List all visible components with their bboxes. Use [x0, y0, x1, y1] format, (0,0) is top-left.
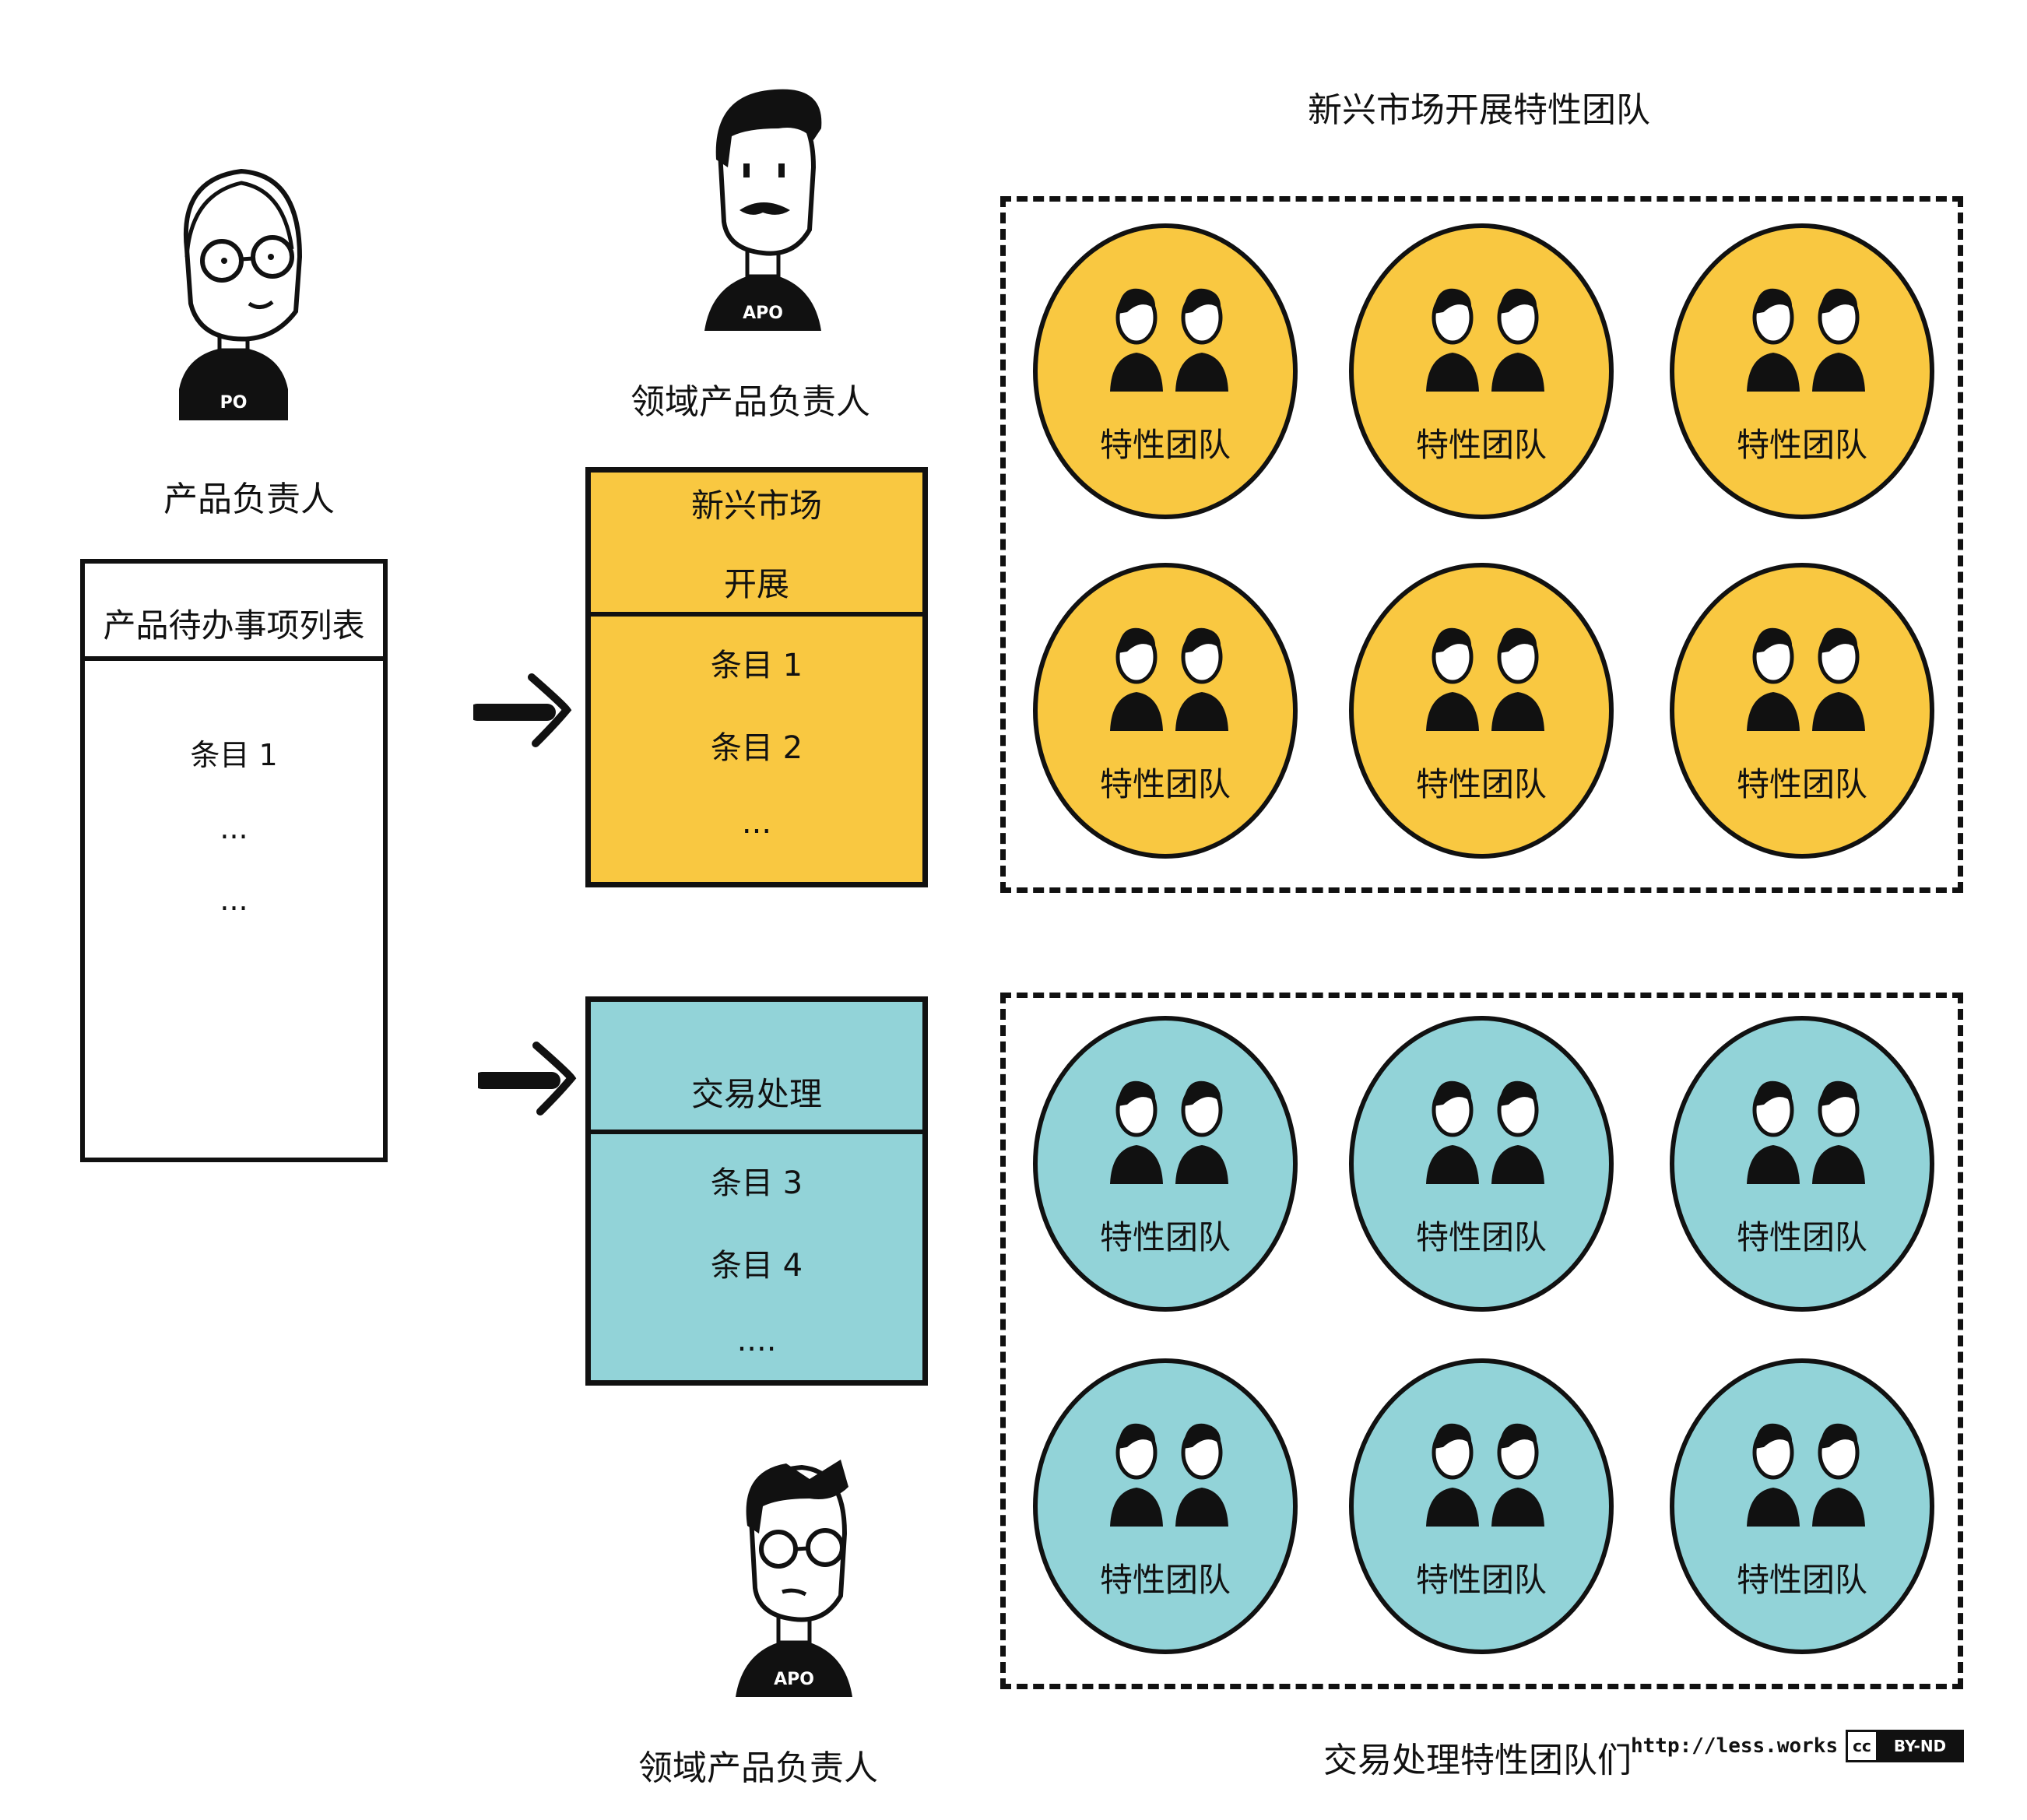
area2-item: .... — [736, 1323, 777, 1358]
area2-header: 交易处理 — [591, 1002, 922, 1134]
team-label: 特性团队 — [1099, 1218, 1231, 1256]
area1-header: 新兴市场 开展 — [591, 473, 922, 617]
team-group-transactions — [1000, 993, 1963, 1689]
area1-name-line2: 开展 — [723, 564, 789, 603]
area1-item: 条目 2 — [710, 730, 803, 766]
feature-team: 特性团队 — [1033, 563, 1298, 859]
group1-title: 新兴市场开展特性团队 — [1308, 90, 1650, 130]
feature-team: 特性团队 — [1033, 1016, 1298, 1312]
feature-team: 特性团队 — [1670, 563, 1934, 859]
team-members-icon — [1741, 1410, 1873, 1527]
group2-title: 交易处理特性团队们 — [1323, 1741, 1632, 1780]
team-members-icon — [1104, 614, 1236, 731]
team-members-icon — [1420, 1410, 1552, 1527]
team-members-icon — [1741, 275, 1873, 392]
team-label: 特性团队 — [1736, 426, 1867, 464]
team-group-emerging-markets — [1000, 196, 1963, 893]
team-label: 特性团队 — [1099, 1561, 1231, 1599]
area2-name: 交易处理 — [690, 1075, 822, 1113]
license-label: BY-ND — [1878, 1732, 1962, 1760]
team-members-icon — [1741, 614, 1873, 731]
backlog-item: ... — [220, 811, 248, 845]
feature-team: 特性团队 — [1670, 1358, 1934, 1654]
apo-bottom-title: 领域产品负责人 — [638, 1748, 878, 1788]
feature-team: 特性团队 — [1033, 1358, 1298, 1654]
team-label: 特性团队 — [1099, 765, 1231, 803]
area2-item: 条目 3 — [710, 1165, 803, 1201]
area1-item: 条目 1 — [710, 648, 803, 683]
feature-team: 特性团队 — [1349, 1358, 1614, 1654]
apo-top-avatar: APO — [685, 82, 841, 339]
license-badge: cc BY-ND — [1846, 1730, 1965, 1762]
team-members-icon — [1741, 1067, 1873, 1184]
team-members-icon — [1420, 1067, 1552, 1184]
feature-team: 特性团队 — [1349, 563, 1614, 859]
backlog-item: ... — [220, 883, 248, 917]
po-title: 产品负责人 — [163, 480, 335, 519]
area-backlog-transactions: 交易处理 条目 3 条目 4 .... — [585, 996, 928, 1386]
team-label: 特性团队 — [1415, 765, 1547, 803]
po-badge: PO — [220, 393, 248, 413]
footer: http://less.works cc BY-ND — [1631, 1730, 1965, 1762]
source-link[interactable]: http://less.works — [1631, 1734, 1839, 1758]
team-members-icon — [1104, 275, 1236, 392]
team-members-icon — [1104, 1067, 1236, 1184]
arrow-to-area2 — [478, 1042, 577, 1116]
team-label: 特性团队 — [1736, 765, 1867, 803]
area1-name: 新兴市场 — [690, 486, 822, 525]
feature-team: 特性团队 — [1349, 1016, 1614, 1312]
team-label: 特性团队 — [1099, 426, 1231, 464]
area1-item: ... — [741, 805, 772, 841]
apo-top-badge: APO — [743, 304, 783, 323]
area2-item: 条目 4 — [710, 1248, 803, 1284]
product-backlog: 产品待办事项列表 条目 1 ... ... — [80, 559, 388, 1162]
team-members-icon — [1420, 275, 1552, 392]
team-label: 特性团队 — [1415, 426, 1547, 464]
backlog-item: 条目 1 — [190, 738, 278, 772]
backlog-title: 产品待办事项列表 — [85, 564, 383, 661]
apo-top-title: 领域产品负责人 — [631, 382, 870, 422]
area-backlog-emerging-markets: 新兴市场 开展 条目 1 条目 2 ... — [585, 467, 928, 887]
cc-icon: cc — [1848, 1732, 1878, 1760]
team-members-icon — [1420, 614, 1552, 731]
team-label: 特性团队 — [1736, 1218, 1867, 1256]
feature-team: 特性团队 — [1670, 223, 1934, 519]
po-avatar: PO — [156, 156, 311, 420]
arrow-to-area1 — [473, 673, 572, 747]
team-members-icon — [1104, 1410, 1236, 1527]
apo-bottom-badge: APO — [774, 1670, 814, 1689]
feature-team: 特性团队 — [1670, 1016, 1934, 1312]
apo-bottom-avatar: APO — [716, 1448, 872, 1705]
team-label: 特性团队 — [1736, 1561, 1867, 1599]
feature-team: 特性团队 — [1033, 223, 1298, 519]
team-label: 特性团队 — [1415, 1561, 1547, 1599]
feature-team: 特性团队 — [1349, 223, 1614, 519]
team-label: 特性团队 — [1415, 1218, 1547, 1256]
